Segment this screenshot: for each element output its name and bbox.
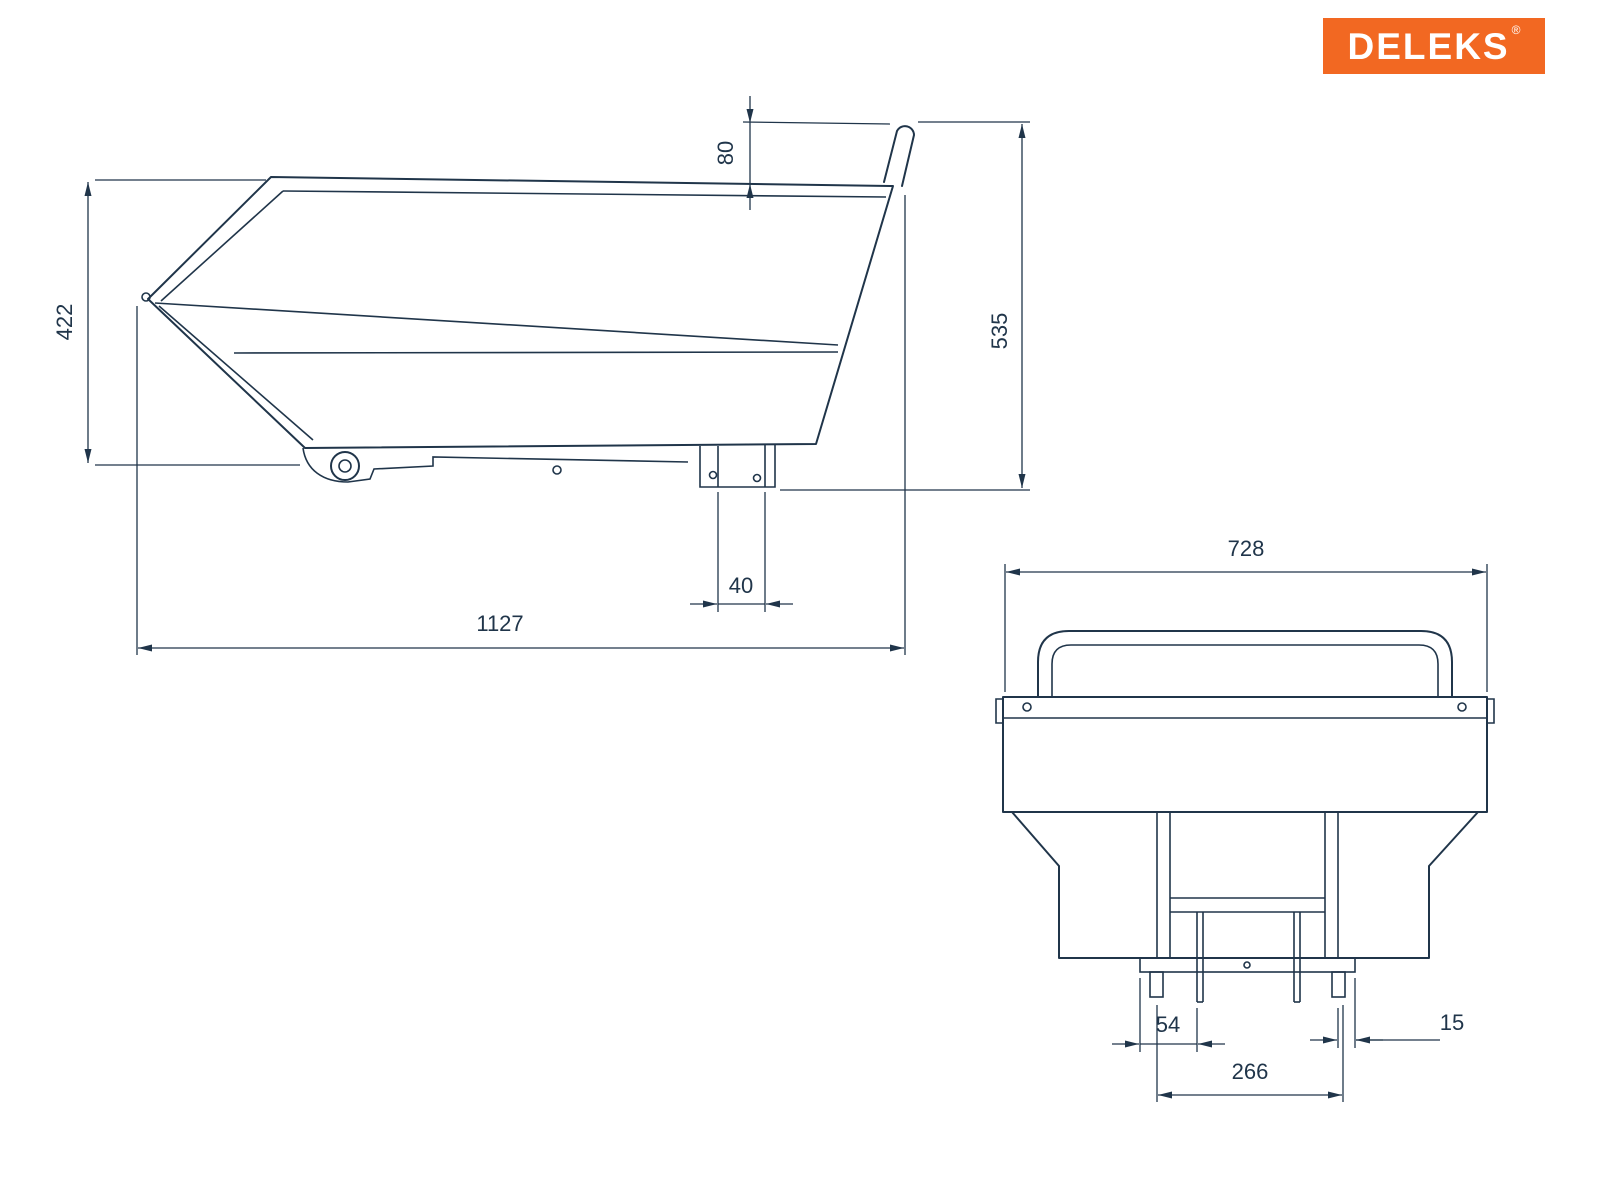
dim-label-54: 54 [1156, 1012, 1180, 1037]
dimension-left-offset: 54 [1112, 978, 1225, 1052]
deleks-logo: DELEKS ® [1323, 18, 1545, 74]
dim-label-80: 80 [713, 141, 738, 165]
dim-label-422: 422 [52, 304, 77, 341]
rear-bracket-hole-right [752, 473, 762, 483]
floor-bend-line-upper [154, 302, 839, 346]
registered-mark-icon: ® [1511, 23, 1521, 37]
foot-right [1331, 971, 1346, 998]
screw-left [1022, 702, 1032, 712]
plate-center-hole [1243, 961, 1251, 969]
top-rail-inner-line [282, 190, 887, 198]
foot-left [1149, 971, 1164, 998]
left-slope-inner-line [160, 190, 284, 302]
side-tab-right [1487, 698, 1495, 724]
dim-label-15: 15 [1440, 1010, 1464, 1035]
rear-bracket-hole-left [708, 470, 718, 480]
dimension-right-offset: 15 [1310, 978, 1464, 1048]
under-frame [302, 447, 689, 483]
mounting-frame [1139, 812, 1356, 1003]
side-tab-left [995, 698, 1003, 724]
front-handle-outer [1037, 630, 1453, 698]
rear-bracket-ribs [717, 445, 766, 487]
rear-handle [883, 125, 915, 187]
lower-left-inner-line [158, 305, 314, 441]
bucket-front-body [1002, 696, 1488, 813]
dimension-frame-width: 266 [1156, 1005, 1344, 1102]
front-handle-inner [1051, 644, 1439, 697]
front-view [995, 630, 1495, 1003]
blade-tip [141, 292, 151, 302]
dim-label-535: 535 [987, 313, 1012, 350]
hopper-lower [1011, 811, 1479, 959]
dimension-left-height: 422 [52, 179, 300, 466]
dim-label-1127: 1127 [476, 611, 523, 636]
dimension-total-length: 1127 [136, 195, 906, 655]
pivot-hole-inner [338, 459, 352, 473]
dim-label-40: 40 [729, 573, 753, 598]
dim-label-728: 728 [1228, 536, 1265, 561]
base-plate [1139, 957, 1356, 973]
screw-right [1457, 702, 1467, 712]
pivot-hole-outer [330, 451, 360, 481]
under-frame-hole [552, 465, 562, 475]
bucket-side-profile [147, 176, 894, 449]
floor-bend-line-lower [233, 351, 839, 354]
dim-label-266: 266 [1232, 1059, 1269, 1084]
logo-text: DELEKS [1347, 25, 1510, 67]
dimension-total-width: 728 [1004, 536, 1488, 692]
rear-bracket [699, 444, 776, 488]
dimension-lip-height: 80 [713, 96, 891, 210]
dimension-bracket-width: 40 [690, 492, 793, 612]
side-view [141, 125, 915, 488]
